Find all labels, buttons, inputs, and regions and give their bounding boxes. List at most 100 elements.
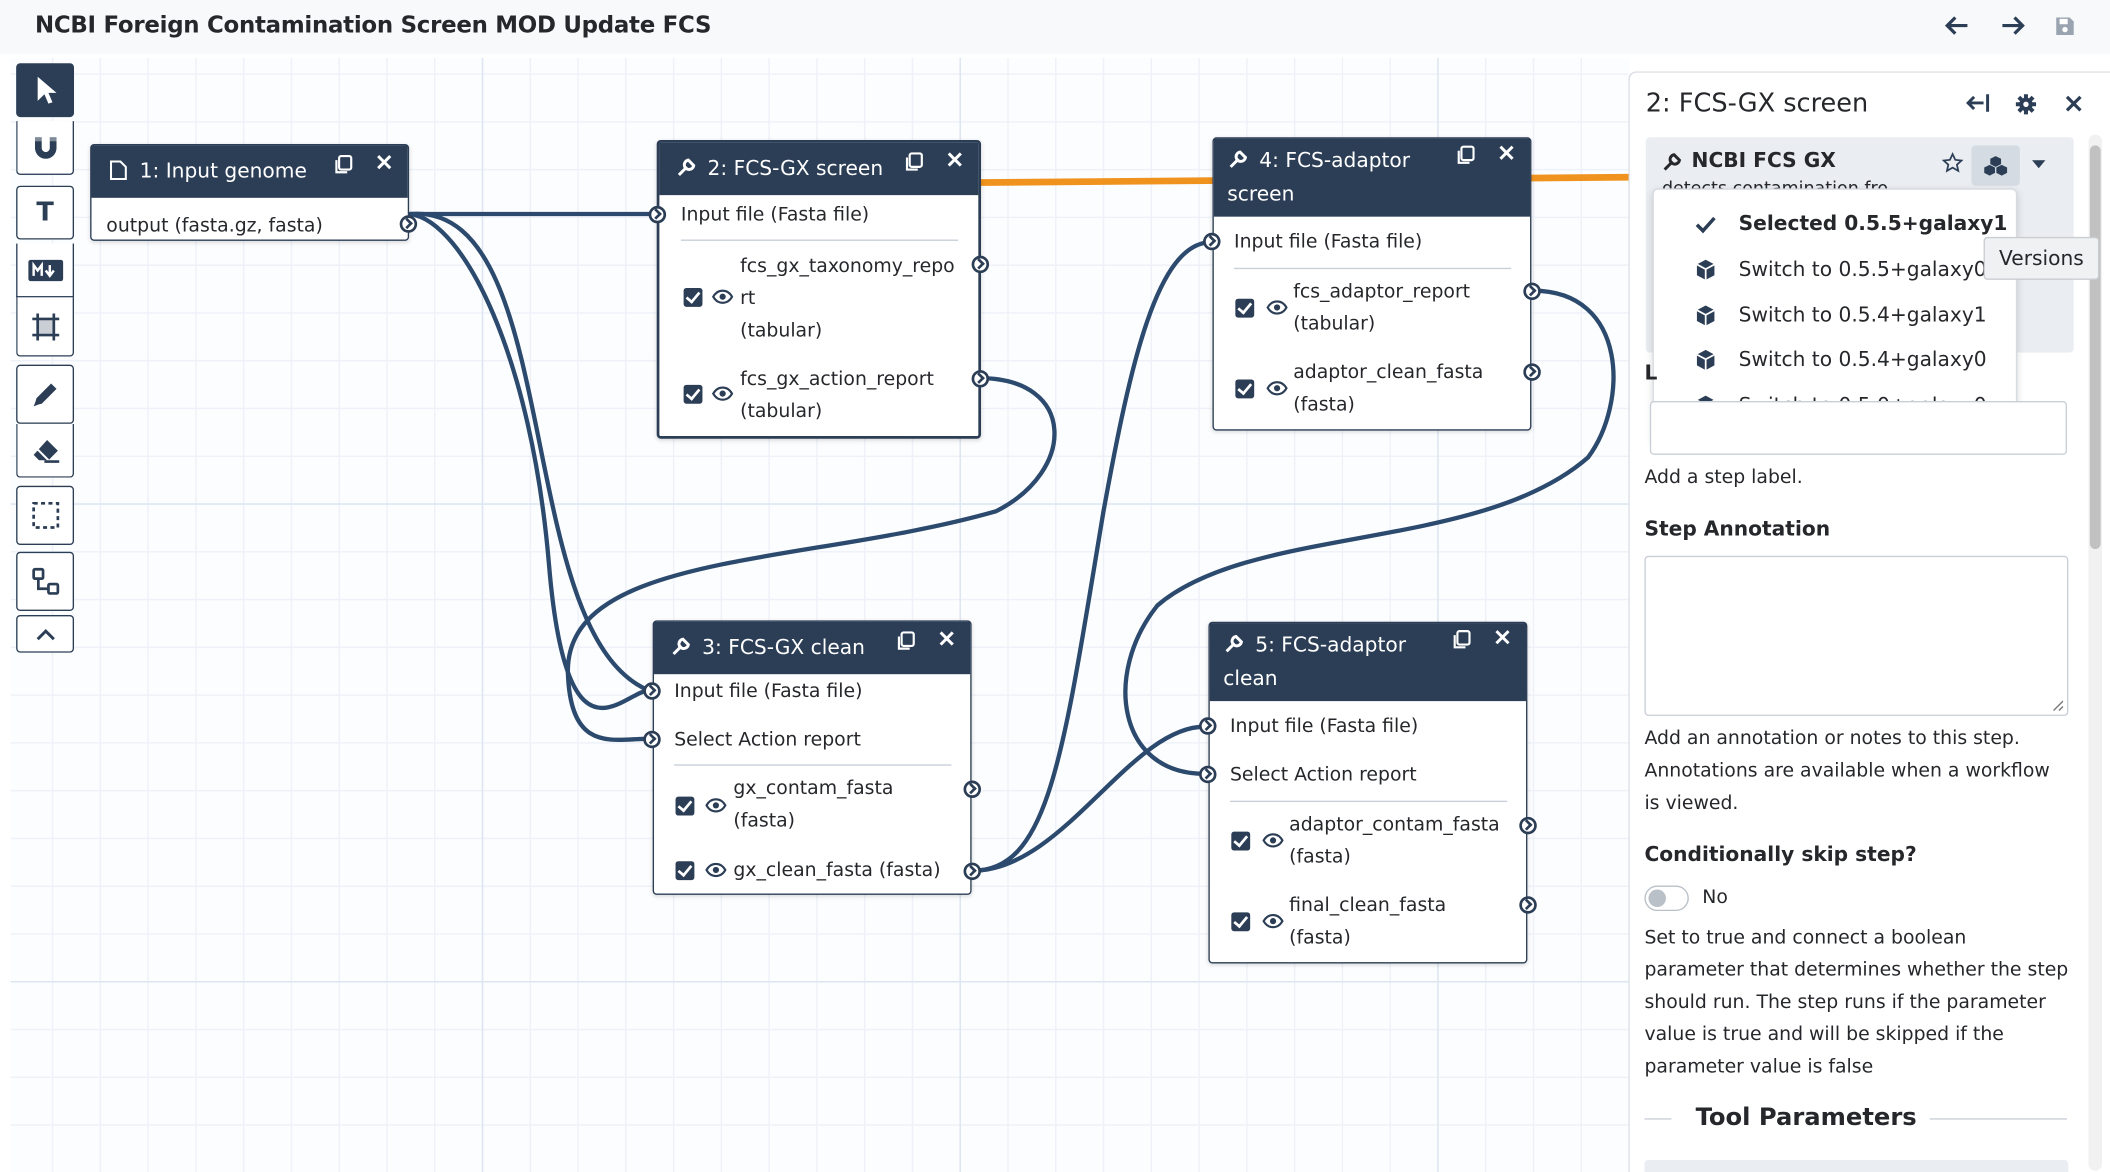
version-item[interactable]: Switch to 0.5.4+galaxy0 [1738, 347, 1987, 372]
output-port[interactable] [1523, 282, 1541, 301]
close-panel-icon[interactable] [2065, 95, 2082, 112]
skip-help-line: parameter value is false [1644, 1056, 1874, 1078]
eye-icon[interactable] [1262, 913, 1284, 929]
pointer-tool-button[interactable] [16, 63, 75, 118]
save-button[interactable] [2045, 8, 2083, 43]
cursor-icon [37, 76, 56, 104]
resize-handle-icon[interactable] [2052, 700, 2064, 712]
output-port[interactable] [1519, 816, 1537, 835]
eye-icon[interactable] [705, 862, 727, 878]
output-type: (tabular) [740, 320, 823, 342]
skip-toggle[interactable] [1644, 885, 1689, 912]
close-icon[interactable] [377, 155, 392, 170]
output-name: gx_clean_fasta (fasta) [733, 859, 941, 882]
output-type: (tabular) [1293, 313, 1376, 336]
eye-icon[interactable] [711, 289, 734, 304]
eye-icon[interactable] [1262, 833, 1284, 848]
cube-icon [1696, 259, 1715, 280]
output-port[interactable] [399, 215, 418, 233]
input-port[interactable] [1199, 765, 1217, 784]
workflow-node-fcs-gx-clean[interactable]: 3: FCS-GX clean Input file (Fasta file) … [643, 620, 982, 895]
version-item-selected[interactable]: Selected 0.5.5+galaxy1 [1738, 211, 2008, 236]
input-port[interactable] [1199, 717, 1217, 735]
output-label: output (fasta.gz, fasta) [106, 215, 323, 237]
eye-icon[interactable] [1266, 381, 1288, 396]
markdown-tool-button[interactable] [16, 243, 75, 298]
arrow-right-icon [2002, 16, 2025, 35]
node-title: 3: FCS-GX clean [702, 635, 865, 660]
input-port[interactable] [643, 730, 661, 749]
versions-button[interactable] [1971, 145, 2020, 186]
arrow-left-icon [1944, 16, 1968, 35]
node-title-wrap: screen [1227, 181, 1295, 206]
input-port[interactable] [643, 682, 661, 700]
version-item[interactable]: Switch to 0.5.5+galaxy0 [1738, 257, 1987, 282]
version-item[interactable]: Switch to 0.5.4+galaxy1 [1738, 302, 1987, 328]
input-label: Input file (Fasta file) [1229, 715, 1419, 738]
skip-heading: Conditionally skip step? [1644, 842, 1917, 867]
copy-icon[interactable] [896, 631, 915, 651]
workflow-node-fcs-gx-screen[interactable]: 2: FCS-GX screen Input file (Fasta file)… [648, 139, 990, 439]
node-title: 1: Input genome [139, 158, 307, 184]
output-port[interactable] [963, 780, 982, 799]
redo-button[interactable] [1994, 8, 2032, 43]
output-checkbox[interactable] [675, 861, 695, 881]
step-label-input[interactable] [1649, 401, 2067, 455]
cube-icon [1696, 349, 1715, 371]
output-port[interactable] [971, 255, 990, 274]
output-port[interactable] [963, 862, 982, 881]
caret-down-icon[interactable] [2032, 160, 2046, 169]
eraser-tool-button[interactable] [16, 423, 75, 478]
copy-icon[interactable] [1452, 630, 1471, 650]
box-select-tool-button[interactable] [16, 485, 75, 546]
collapse-toolbar-button[interactable] [16, 614, 75, 653]
wrench-icon [672, 637, 690, 656]
markdown-icon [27, 259, 63, 281]
auto-layout-button[interactable] [16, 551, 75, 611]
eye-icon[interactable] [711, 386, 734, 401]
input-port[interactable] [648, 205, 667, 224]
output-checkbox[interactable] [675, 796, 695, 816]
output-type: (fasta) [733, 810, 796, 832]
collapse-panel-icon[interactable] [1966, 93, 1990, 113]
annotation-heading: Step Annotation [1644, 516, 1831, 541]
panel-scrollbar[interactable] [2088, 134, 2102, 1171]
input-label: Input file (Fasta file) [1234, 231, 1423, 253]
output-checkbox[interactable] [1231, 912, 1251, 932]
scrollbar-thumb[interactable] [2089, 145, 2101, 550]
undo-button[interactable] [1938, 8, 1976, 43]
eye-icon[interactable] [1266, 300, 1288, 315]
pen-tool-button[interactable] [16, 364, 75, 424]
close-icon[interactable] [947, 152, 962, 167]
copy-icon[interactable] [904, 152, 923, 172]
eye-icon[interactable] [705, 798, 727, 813]
star-icon[interactable] [1941, 152, 1964, 174]
workflow-node-input-genome[interactable]: 1: Input genome output (fasta.gz, fasta) [90, 143, 418, 241]
frame-tool-button[interactable] [16, 297, 75, 357]
output-type: (tabular) [740, 401, 823, 423]
divider [674, 764, 952, 766]
output-checkbox[interactable] [1231, 831, 1251, 851]
panel-title: 2: FCS-GX screen [1645, 88, 1869, 119]
output-checkbox[interactable] [683, 384, 703, 404]
workflow-node-fcs-adaptor-screen[interactable]: 4: FCS-adaptor screen Input file (Fasta … [1203, 137, 1541, 431]
workflow-header: NCBI Foreign Contamination Screen MOD Up… [0, 0, 2110, 54]
close-icon[interactable] [939, 631, 954, 646]
text-tool-button[interactable]: T [16, 185, 75, 240]
gear-icon[interactable] [2015, 93, 2038, 116]
wrench-icon [1663, 153, 1682, 171]
close-icon[interactable] [1495, 630, 1510, 645]
step-annotation-textarea[interactable] [1644, 555, 2069, 716]
output-checkbox[interactable] [683, 287, 703, 307]
workflow-node-fcs-adaptor-clean[interactable]: 5: FCS-adaptor clean Input file (Fasta f… [1199, 621, 1537, 964]
output-port[interactable] [1519, 896, 1537, 914]
output-checkbox[interactable] [1235, 379, 1255, 399]
copy-icon[interactable] [1456, 145, 1475, 165]
output-port[interactable] [1523, 363, 1541, 381]
copy-icon[interactable] [334, 155, 353, 175]
close-icon[interactable] [1499, 145, 1514, 160]
input-port[interactable] [1203, 232, 1221, 251]
output-checkbox[interactable] [1235, 298, 1255, 318]
snap-tool-button[interactable] [16, 121, 75, 175]
output-port[interactable] [971, 370, 990, 388]
